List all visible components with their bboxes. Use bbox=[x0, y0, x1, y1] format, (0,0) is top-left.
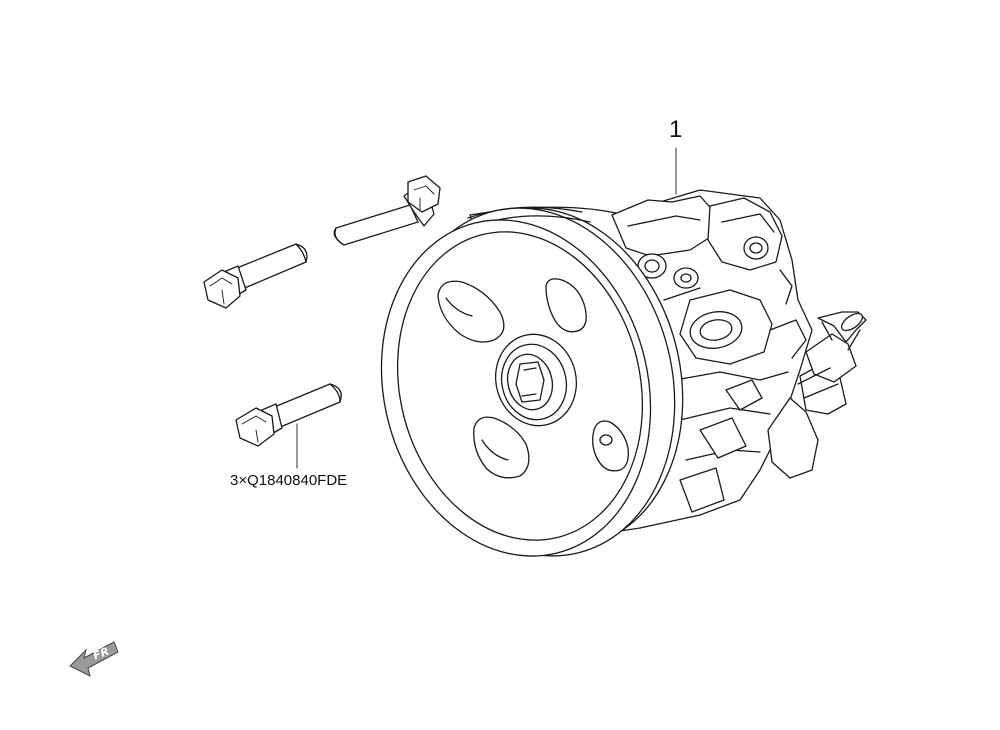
part-number-label: 1 bbox=[669, 116, 682, 143]
front-direction-arrow: FR bbox=[69, 641, 119, 677]
bolt-top bbox=[333, 175, 441, 246]
outlet-fitting bbox=[767, 311, 867, 479]
pulley bbox=[380, 206, 684, 557]
arrow-left-icon bbox=[69, 641, 119, 677]
bolt-middle bbox=[203, 243, 308, 309]
front-label: FR bbox=[91, 645, 111, 663]
bolt-lower bbox=[235, 383, 342, 447]
bolt-spec-label: 3×Q1840840FDE bbox=[230, 472, 347, 489]
